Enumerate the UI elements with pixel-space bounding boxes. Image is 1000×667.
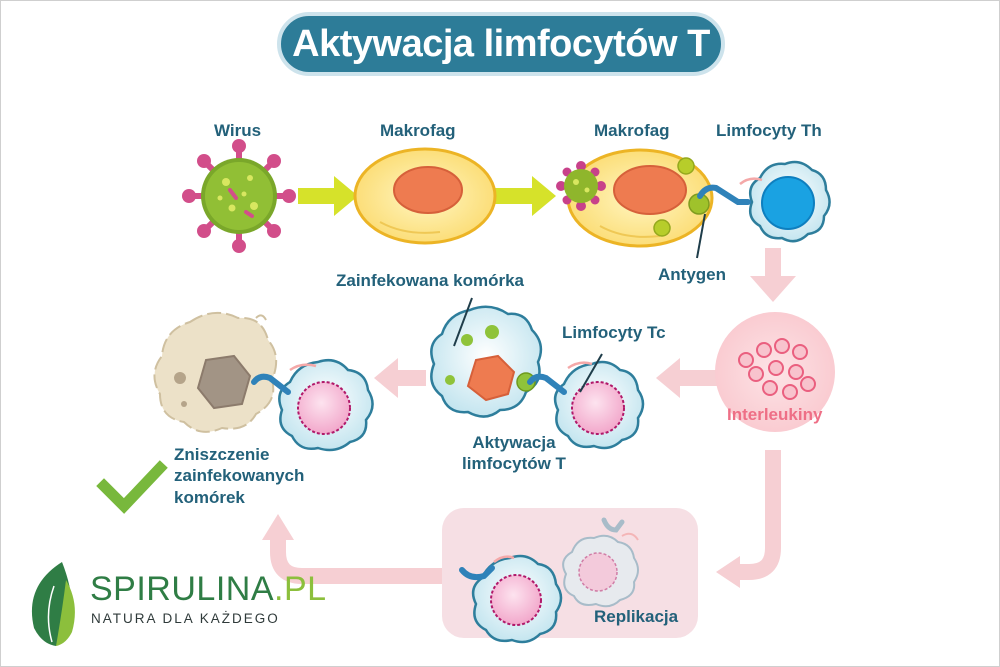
label-macrophage-2: Makrofag <box>594 121 670 140</box>
destroyed-cell <box>153 311 278 433</box>
arrow-th-to-interleukins <box>750 248 796 302</box>
logo-suffix: .PL <box>274 570 327 608</box>
label-th-cells: Limfocyty Th <box>716 121 822 140</box>
th-lymphocyte-cell <box>697 160 831 243</box>
arrow-replication-to-destruction <box>262 514 445 584</box>
label-interleukins: Interleukiny <box>727 405 823 424</box>
checkmark-icon <box>96 460 168 514</box>
antigen-icon <box>688 193 710 259</box>
logo-name: SPIRULINA <box>90 570 274 608</box>
tc-lymphocyte-cell <box>527 353 645 450</box>
replicating-cell-2 <box>562 517 639 608</box>
virus-icon <box>182 139 296 253</box>
label-infected-cell: Zainfekowana komórka <box>336 271 525 290</box>
macrophage-cell-2 <box>566 148 714 248</box>
spirulina-leaf-logo-icon <box>31 562 75 646</box>
label-destruction: Zniszczenie zainfekowanych komórek <box>174 444 304 508</box>
label-activation-line-1: Aktywacja <box>472 433 556 452</box>
logo-tagline: NATURA DLA KAŻDEGO <box>91 611 280 626</box>
label-destruction-line-1: Zniszczenie <box>174 445 270 464</box>
engulfed-virus-icon <box>556 161 606 211</box>
arrow-interleukins-to-replication <box>716 450 781 588</box>
replicating-cell-1 <box>459 554 563 644</box>
label-virus: Wirus <box>214 121 262 140</box>
arrow-macrophage-to-macrophage <box>490 176 556 216</box>
label-activation: Aktywacja limfocytów T <box>450 432 578 475</box>
diagram-title: Aktywacja limfocytów T <box>277 12 725 76</box>
arrow-virus-to-macrophage <box>298 176 358 216</box>
label-activation-line-2: limfocytów T <box>462 454 566 474</box>
label-destruction-line-3: komórek <box>174 487 245 507</box>
label-tc-cells: Limfocyty Tc <box>562 323 666 342</box>
infected-cell <box>430 297 543 418</box>
label-replication: Replikacja <box>594 607 679 626</box>
arrow-activation-to-destruction <box>374 358 426 398</box>
macrophage-cell-1 <box>353 147 497 245</box>
label-macrophage-1: Makrofag <box>380 121 456 140</box>
interleukins-cell <box>715 312 835 432</box>
tc-lymphocyte-destroyer <box>251 359 374 452</box>
logo-wordmark: SPIRULINA.PL <box>90 570 327 609</box>
label-antigen: Antygen <box>658 265 726 284</box>
arrow-interleukins-to-tc <box>656 358 718 398</box>
label-destruction-line-2: zainfekowanych <box>174 466 305 486</box>
